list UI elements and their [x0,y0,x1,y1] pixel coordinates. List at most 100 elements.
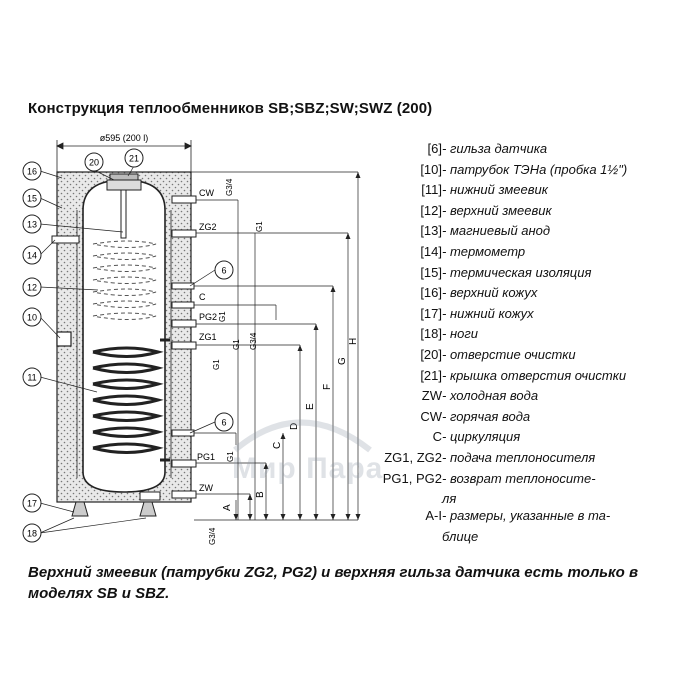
legend-item: [11]- нижний змеевик [378,180,698,201]
legend-key: [15] [420,264,442,280]
dim-b: B [255,491,266,498]
callout-18-label: 18 [27,529,37,539]
thread-g1-zg1-lower: G1 [212,359,221,370]
dim-e: E [305,403,316,410]
callout-12-label: 12 [27,283,37,293]
legend-key: [11] [421,182,442,198]
legend-description: - нижний кожух [442,305,534,321]
callout-10: 10 [22,307,42,327]
callout-6-upper-label: 6 [221,266,226,276]
port-zg1: ZG1 [199,332,217,342]
callout-20-label: 20 [89,158,99,168]
callout-13: 13 [22,214,42,234]
dim-c: C [272,442,283,449]
footnote: Верхний змеевик (патрубки ZG2, PG2) и ве… [28,564,639,602]
upper-coil [92,240,157,320]
legend-description: - холодная вода [442,388,539,404]
legend-key: [13] [420,223,442,239]
bottom-drain [139,491,161,501]
dim-a: A [222,504,233,511]
legend-key: [16] [420,285,442,301]
port-cw: CW [199,188,214,198]
legend-item: [6]- гильза датчика [378,139,698,160]
heater-port [56,331,72,347]
callout-21-label: 21 [129,154,139,164]
legend-item: C- циркуляция [378,427,698,448]
legend-description: - крышка отверстия очистки [442,367,627,383]
legend-item-continued: блице [378,527,698,544]
legend-item: [13]- магниевый анод [378,221,698,242]
thread-g1-pg1: G1 [226,451,235,462]
callout-18: 18 [22,523,42,543]
callout-14: 14 [22,245,42,265]
legend-key: PG1, PG2 [382,470,442,486]
callouts: 16 20 21 15 13 14 12 10 11 17 18 6 6 [22,148,234,543]
callout-12: 12 [22,277,42,297]
legend-item: A-I- размеры, указанные в та- [378,506,698,527]
legend-item: [14]- термометр [378,242,698,263]
legend-key: [10] [420,161,442,177]
legend-item: PG1, PG2- возврат теплоносите- [378,469,698,490]
callout-11: 11 [22,367,42,387]
callout-6-upper: 6 [214,260,234,280]
callout-leaders [39,165,216,534]
legend-item: ZG1, ZG2- подача теплоносителя [378,448,698,469]
callout-17: 17 [22,493,42,513]
height-dimensions [191,171,359,521]
callout-10-label: 10 [27,313,37,323]
legend-description: - подача теплоносителя [442,449,596,465]
callout-6-lower-label: 6 [221,418,226,428]
legend-key: ZG1, ZG2 [384,449,442,465]
legend-key: [12] [420,202,442,218]
legend-description: - нижний змеевик [442,182,548,198]
port-labels: CW ZG2 C PG2 ZG1 PG1 ZW [197,188,217,493]
legend-item: [18]- ноги [378,324,698,345]
legend-item: CW- горячая вода [378,407,698,428]
legend-description: блице [442,528,479,544]
legend-key: [17] [420,305,442,321]
callout-11-label: 11 [27,373,36,383]
port-zw: ZW [199,483,213,493]
callout-16-label: 16 [27,167,37,177]
legend-item: [21]- крышка отверстия очистки [378,366,698,387]
legend-description: - циркуляция [442,429,521,445]
dimension-arrows [233,172,361,520]
leg-right [139,501,157,517]
legend-item: ZW- холодная вода [378,386,698,407]
legend-item: [20]- отверстие очистки [378,345,698,366]
thread-labels: G3/4 G1 G1 G1 G3/4 G1 G1 G3/4 [208,178,264,545]
legend-key: [6] [427,141,442,156]
legend-description: - верхний кожух [442,285,538,301]
right-port-stubs [171,195,197,499]
diameter-dimension [56,140,192,172]
thread-g34-top: G3/4 [225,178,234,196]
legend-key: [14] [420,243,442,259]
legend-item-continued: ля [378,489,698,506]
legend-item: [15]- термическая изоляция [378,263,698,284]
legend-description: - отверстие очистки [442,346,576,362]
legend-description: - термометр [442,243,526,259]
legend-description: - патрубок ТЭНа (пробка 1½") [442,161,628,177]
diagram-title: Конструкция теплообменников SB;SBZ;SW;SW… [28,100,433,117]
legend-item: [17]- нижний кожух [378,304,698,325]
legend-key: [20] [420,346,442,362]
legend-description: - возврат теплоносите- [442,470,596,486]
dim-h: H [348,338,359,345]
callout-17-label: 17 [27,499,37,509]
thread-g1-zg2: G1 [255,221,264,232]
legend-description: - верхний змеевик [442,202,552,218]
legend-description: - термическая изоляция [442,264,592,280]
legend-description: - гильза датчика [442,141,548,156]
watermark-arc [233,419,372,453]
dim-d: D [289,423,300,430]
legend-key: A-I [425,508,442,524]
dim-f: F [322,384,333,390]
callout-15: 15 [22,188,42,208]
leg-left [71,501,89,517]
legend-key: C [432,429,442,445]
callout-6-lower: 6 [214,412,234,432]
legend-description: - магниевый анод [442,223,551,239]
thread-g34-bottom: G3/4 [208,527,217,545]
callout-21: 21 [124,148,144,168]
